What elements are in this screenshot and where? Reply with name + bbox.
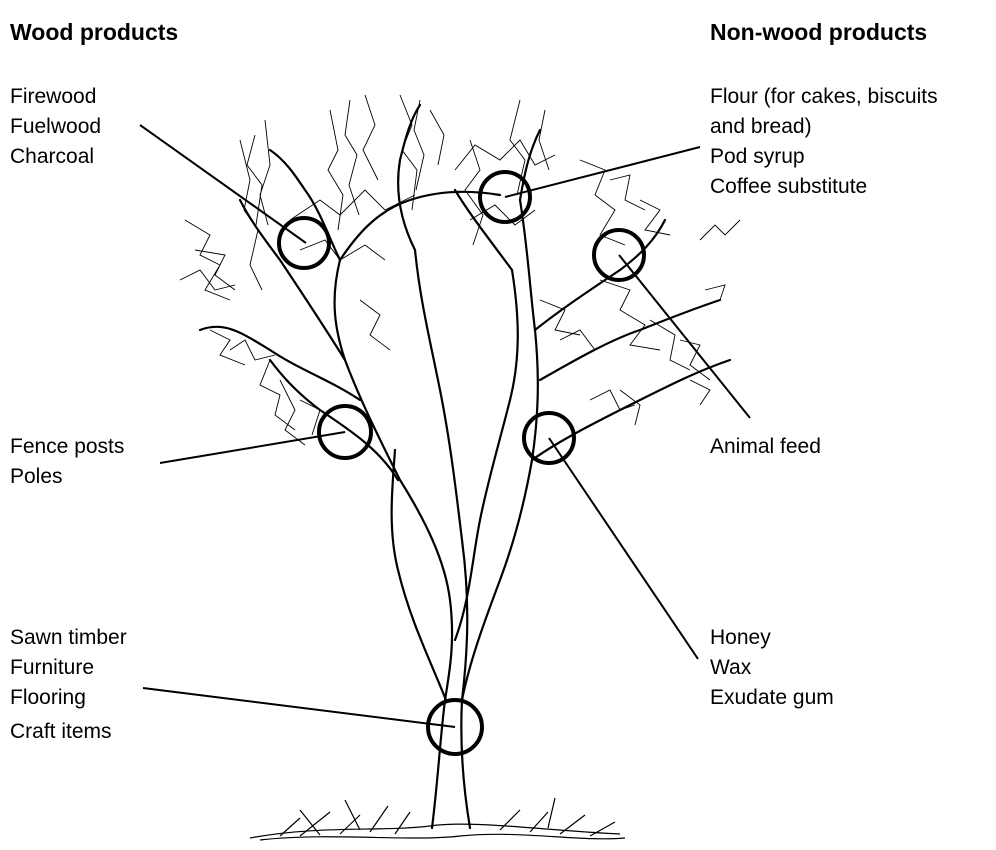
fuel-leader-line [140, 125, 306, 243]
ground-grass [250, 798, 625, 840]
tree-trunk [200, 105, 730, 828]
callout-circles [279, 172, 644, 754]
timber-leader-line [143, 688, 455, 727]
fuelwood-circle [279, 218, 329, 268]
callout-lines [140, 125, 750, 727]
pods-leader-line [505, 147, 700, 197]
honey-leader-line [549, 438, 698, 659]
posts-leader-line [160, 432, 345, 463]
feed-leader-line [619, 255, 750, 418]
